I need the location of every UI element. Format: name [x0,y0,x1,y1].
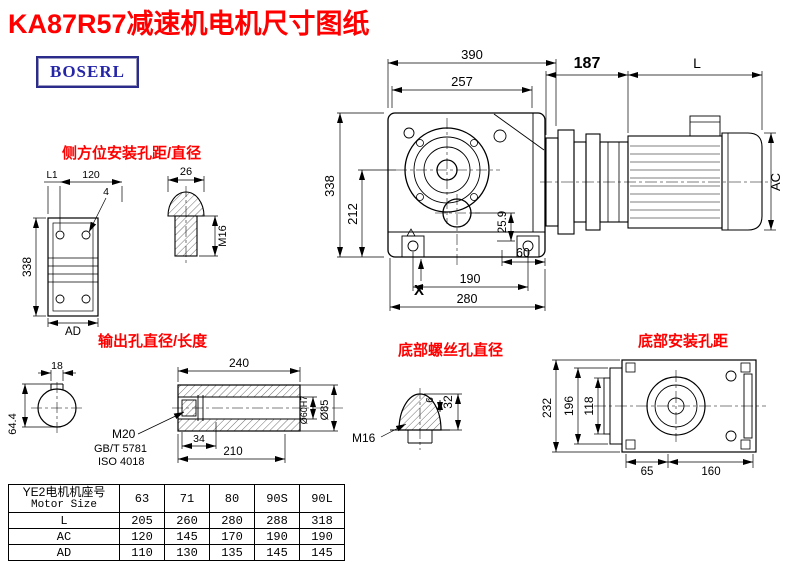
cell: 135 [209,544,255,561]
dim-main-base-length: 280 [457,292,478,306]
dim-side-bolt-head: 26 [180,166,192,178]
bottom-mount-view: 232 196 118 65 160 [540,359,766,478]
table-header-row: YE2电机机座号 Motor Size 63 71 80 90S 90L [8,484,345,513]
table-header-en: Motor Size [30,499,97,511]
dim-output-hub-dia: Ø85 [319,400,331,421]
dim-output-standard-gb: GB/T 5781 [94,443,147,455]
cell: 318 [299,512,345,529]
output-hole-view: 18 64.4 240 M20 GB/T 5781 ISO 4018 34 21… [7,356,344,468]
cell: 130 [164,544,210,561]
motor-view: 187 L AC [540,55,783,235]
dim-output-hub-length: 210 [223,446,242,458]
col-header-4: 90L [299,484,345,513]
output-dimension-lines [22,367,338,463]
col-header-3: 90S [254,484,300,513]
cell: 288 [254,512,300,529]
side-mount-view: L1 120 4 338 AD 26 M16 [20,166,229,338]
dim-screw-thread: M16 [352,431,376,445]
cell: 280 [209,512,255,529]
table-row-ac: AC 120 145 170 190 190 [8,528,345,545]
cell: 145 [299,544,345,561]
dim-main-center-height: 212 [345,203,360,225]
bottom-mount-dimension-lines [552,359,754,468]
dim-side-hole-spacing: 120 [82,169,100,181]
cell: 120 [119,528,165,545]
main-view-dimension-lines [337,59,557,311]
dim-side-height: 338 [20,257,34,277]
cell: 145 [164,528,210,545]
main-view-centerlines [396,118,500,268]
dim-side-thread: M16 [217,225,229,246]
output-section-view [177,384,301,432]
table-row-ad: AD 110 130 135 145 145 [8,544,345,561]
dim-screw-depth: 32 [441,395,455,409]
dim-motor-diameter-label: AC [768,173,783,191]
dim-output-bore-dia: Ø60H7 [299,396,309,425]
side-mount-outline [47,217,99,317]
cell: 190 [254,528,300,545]
page-title: KA87R57减速机电机尺寸图纸 [8,9,370,39]
dim-bottom-edge-offset: 65 [641,466,654,478]
row-label: AC [8,528,120,545]
cell: 190 [299,528,345,545]
label-output-hole: 输出孔直径/长度 [98,333,208,350]
motor-outline [545,115,763,235]
label-side-mount: 侧方位安装孔距/直径 [62,145,202,162]
table-header-cell: YE2电机机座号 Motor Size [8,484,120,513]
label-bottom-screw: 底部螺丝孔直径 [398,342,504,359]
bottom-mount-centerlines [594,370,766,442]
dim-bottom-inner: 196 [562,396,576,416]
dim-side-l1: L1 [46,170,58,181]
motor-size-table: YE2电机机座号 Motor Size 63 71 80 90S 90L L 2… [8,484,345,561]
dim-bottom-hole-spacing: 160 [701,466,720,478]
col-header-0: 63 [119,484,165,513]
dim-output-total-length: 240 [229,356,249,370]
table-row-l: L 205 260 280 288 318 [8,512,345,529]
dim-main-total-height: 338 [322,175,337,197]
dim-side-hole-count: 4 [103,186,109,198]
dim-main-foot-offset: 60 [516,246,530,260]
dim-motor-length-label: L [693,55,701,71]
brand-logo-text: BOSERL [50,62,125,81]
side-mount-dimension-lines [33,176,218,327]
dim-output-standard-iso: ISO 4018 [98,456,144,468]
cell: 145 [254,544,300,561]
brand-logo: BOSERL [36,56,139,88]
dim-output-key-width: 18 [51,360,63,372]
dim-output-step-length: 34 [193,433,205,445]
screw-dimension-lines [380,393,462,438]
motor-dimension-lines [545,71,776,231]
dim-bottom-overall: 232 [540,398,554,418]
row-label: AD [8,544,120,561]
dim-bottom-hole-span: 118 [582,396,596,415]
motor-fins [630,145,720,219]
col-header-2: 80 [209,484,255,513]
dim-motor-adapter-length: 187 [574,55,601,72]
dim-side-ad: AD [65,326,81,338]
dim-main-total-width: 390 [461,47,483,62]
label-bottom-mount: 底部安装孔距 [638,333,729,350]
row-label: L [8,512,120,529]
col-header-1: 71 [164,484,210,513]
cell: 110 [119,544,165,561]
dim-main-foot-spacing: 190 [460,272,481,286]
dim-output-key-height: 64.4 [7,413,19,434]
cell: 260 [164,512,210,529]
main-view: 390 257 338 212 25.9 60 190 280 X [322,47,557,311]
dim-main-shaft-offset: 25.9 [497,211,509,233]
cell: 170 [209,528,255,545]
dim-output-thread: M20 [112,427,136,441]
dim-main-x-marker: X [414,282,424,299]
cell: 205 [119,512,165,529]
main-view-outline [387,112,546,258]
dim-screw-small: 6 [425,397,436,403]
table-header-cn: YE2电机机座号 [22,485,106,499]
dim-main-flange-width: 257 [451,74,473,89]
bottom-screw-view: 32 6 M16 [352,388,462,450]
